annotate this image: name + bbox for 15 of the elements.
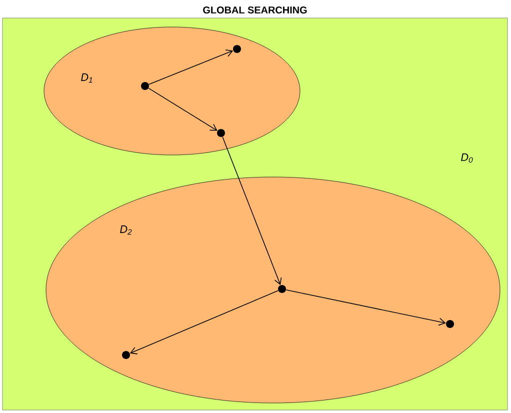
arrow — [148, 88, 218, 131]
point-dot — [278, 285, 286, 293]
region-label: D$_{1}$ — [81, 73, 92, 83]
region-label: D$_{2}$ — [120, 225, 132, 235]
arrow — [130, 290, 279, 354]
arrow — [148, 49, 234, 85]
point-dot — [141, 82, 149, 90]
arrow — [222, 136, 282, 286]
point-dot — [122, 351, 130, 359]
point-dot — [233, 45, 241, 53]
arrow — [286, 289, 446, 326]
point-dot — [217, 129, 225, 137]
title: GLOBAL SEARCHING — [203, 6, 307, 14]
point-dot — [446, 320, 454, 328]
region-label: D$_{0}$ — [461, 153, 473, 163]
